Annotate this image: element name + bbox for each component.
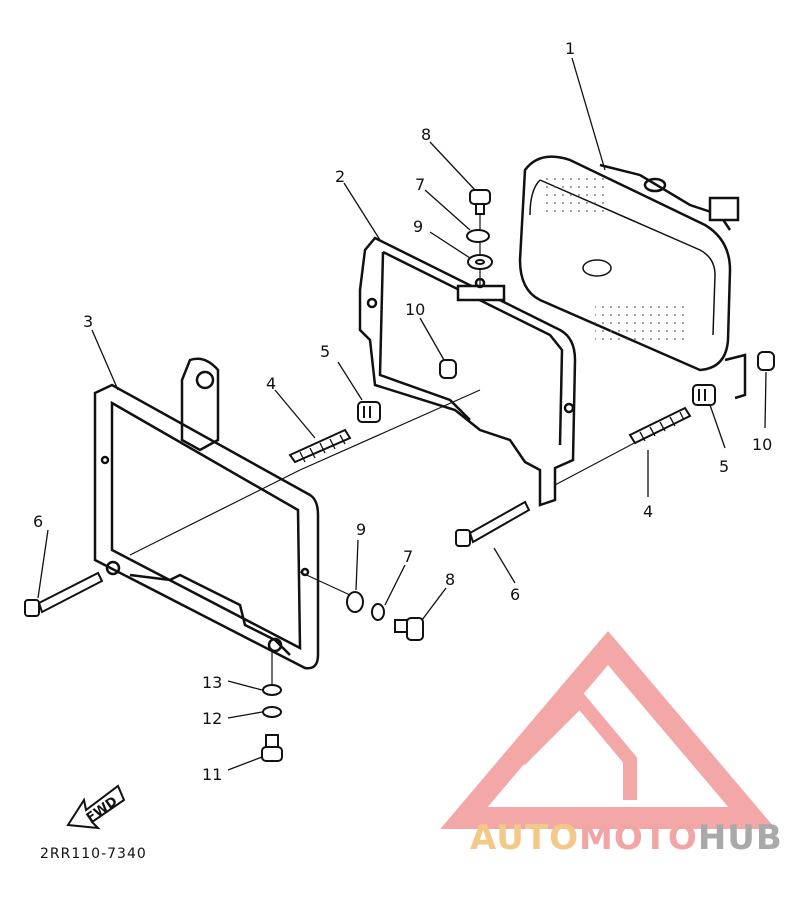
watermark-part-moto: MOTO bbox=[578, 818, 698, 858]
callout-4-left: 4 bbox=[266, 374, 276, 393]
washer-bottom bbox=[262, 706, 282, 718]
headlight-unit bbox=[518, 155, 747, 400]
callout-8-side: 8 bbox=[445, 570, 455, 589]
outer-frame bbox=[93, 357, 320, 670]
adjusting-screw-right bbox=[628, 406, 692, 445]
washer-top bbox=[466, 229, 490, 243]
callout-1: 1 bbox=[565, 39, 575, 58]
callout-3: 3 bbox=[83, 312, 93, 331]
screw-side bbox=[394, 617, 424, 641]
diagram-code: 2RR110-7340 bbox=[40, 846, 147, 862]
callout-6-right: 6 bbox=[510, 585, 520, 604]
callout-12: 12 bbox=[202, 709, 222, 728]
cap-right bbox=[757, 351, 775, 371]
callout-11: 11 bbox=[202, 765, 222, 784]
callout-5-right: 5 bbox=[719, 457, 729, 476]
callout-6-left: 6 bbox=[33, 512, 43, 531]
leader-lines bbox=[37, 57, 767, 771]
callout-7-top: 7 bbox=[415, 175, 425, 194]
watermark-part-hub: HUB bbox=[697, 818, 783, 858]
callout-7-side: 7 bbox=[403, 547, 413, 566]
assembly-guide-lines bbox=[129, 205, 641, 690]
callout-9-top: 9 bbox=[413, 217, 423, 236]
watermark-logo-icon bbox=[440, 630, 776, 829]
spacer-top bbox=[467, 254, 493, 270]
callout-5-left: 5 bbox=[320, 342, 330, 361]
collar-bottom bbox=[262, 684, 282, 696]
adjusting-screw-left bbox=[288, 428, 352, 464]
callout-2: 2 bbox=[335, 167, 345, 186]
callout-4-right: 4 bbox=[643, 502, 653, 521]
washer-side bbox=[371, 603, 385, 621]
spacer-side bbox=[346, 591, 364, 613]
watermark-part-auto: AUTO bbox=[470, 818, 579, 858]
callout-9-side: 9 bbox=[356, 520, 366, 539]
callout-13: 13 bbox=[202, 673, 222, 692]
watermark-brand: AUTOMOTOHUB bbox=[470, 818, 783, 858]
callout-10-right: 10 bbox=[752, 435, 772, 454]
fwd-arrow-icon: FWD bbox=[66, 784, 126, 830]
screw-top bbox=[469, 189, 491, 215]
cap-left bbox=[439, 359, 457, 379]
nut-right bbox=[692, 384, 716, 406]
bolt-left bbox=[24, 571, 104, 617]
callout-8-top: 8 bbox=[421, 125, 431, 144]
callout-10-top: 10 bbox=[405, 300, 425, 319]
screw-bottom bbox=[261, 734, 283, 762]
bolt-right bbox=[455, 500, 531, 547]
nut-left bbox=[357, 401, 381, 423]
inner-bracket bbox=[358, 236, 577, 507]
